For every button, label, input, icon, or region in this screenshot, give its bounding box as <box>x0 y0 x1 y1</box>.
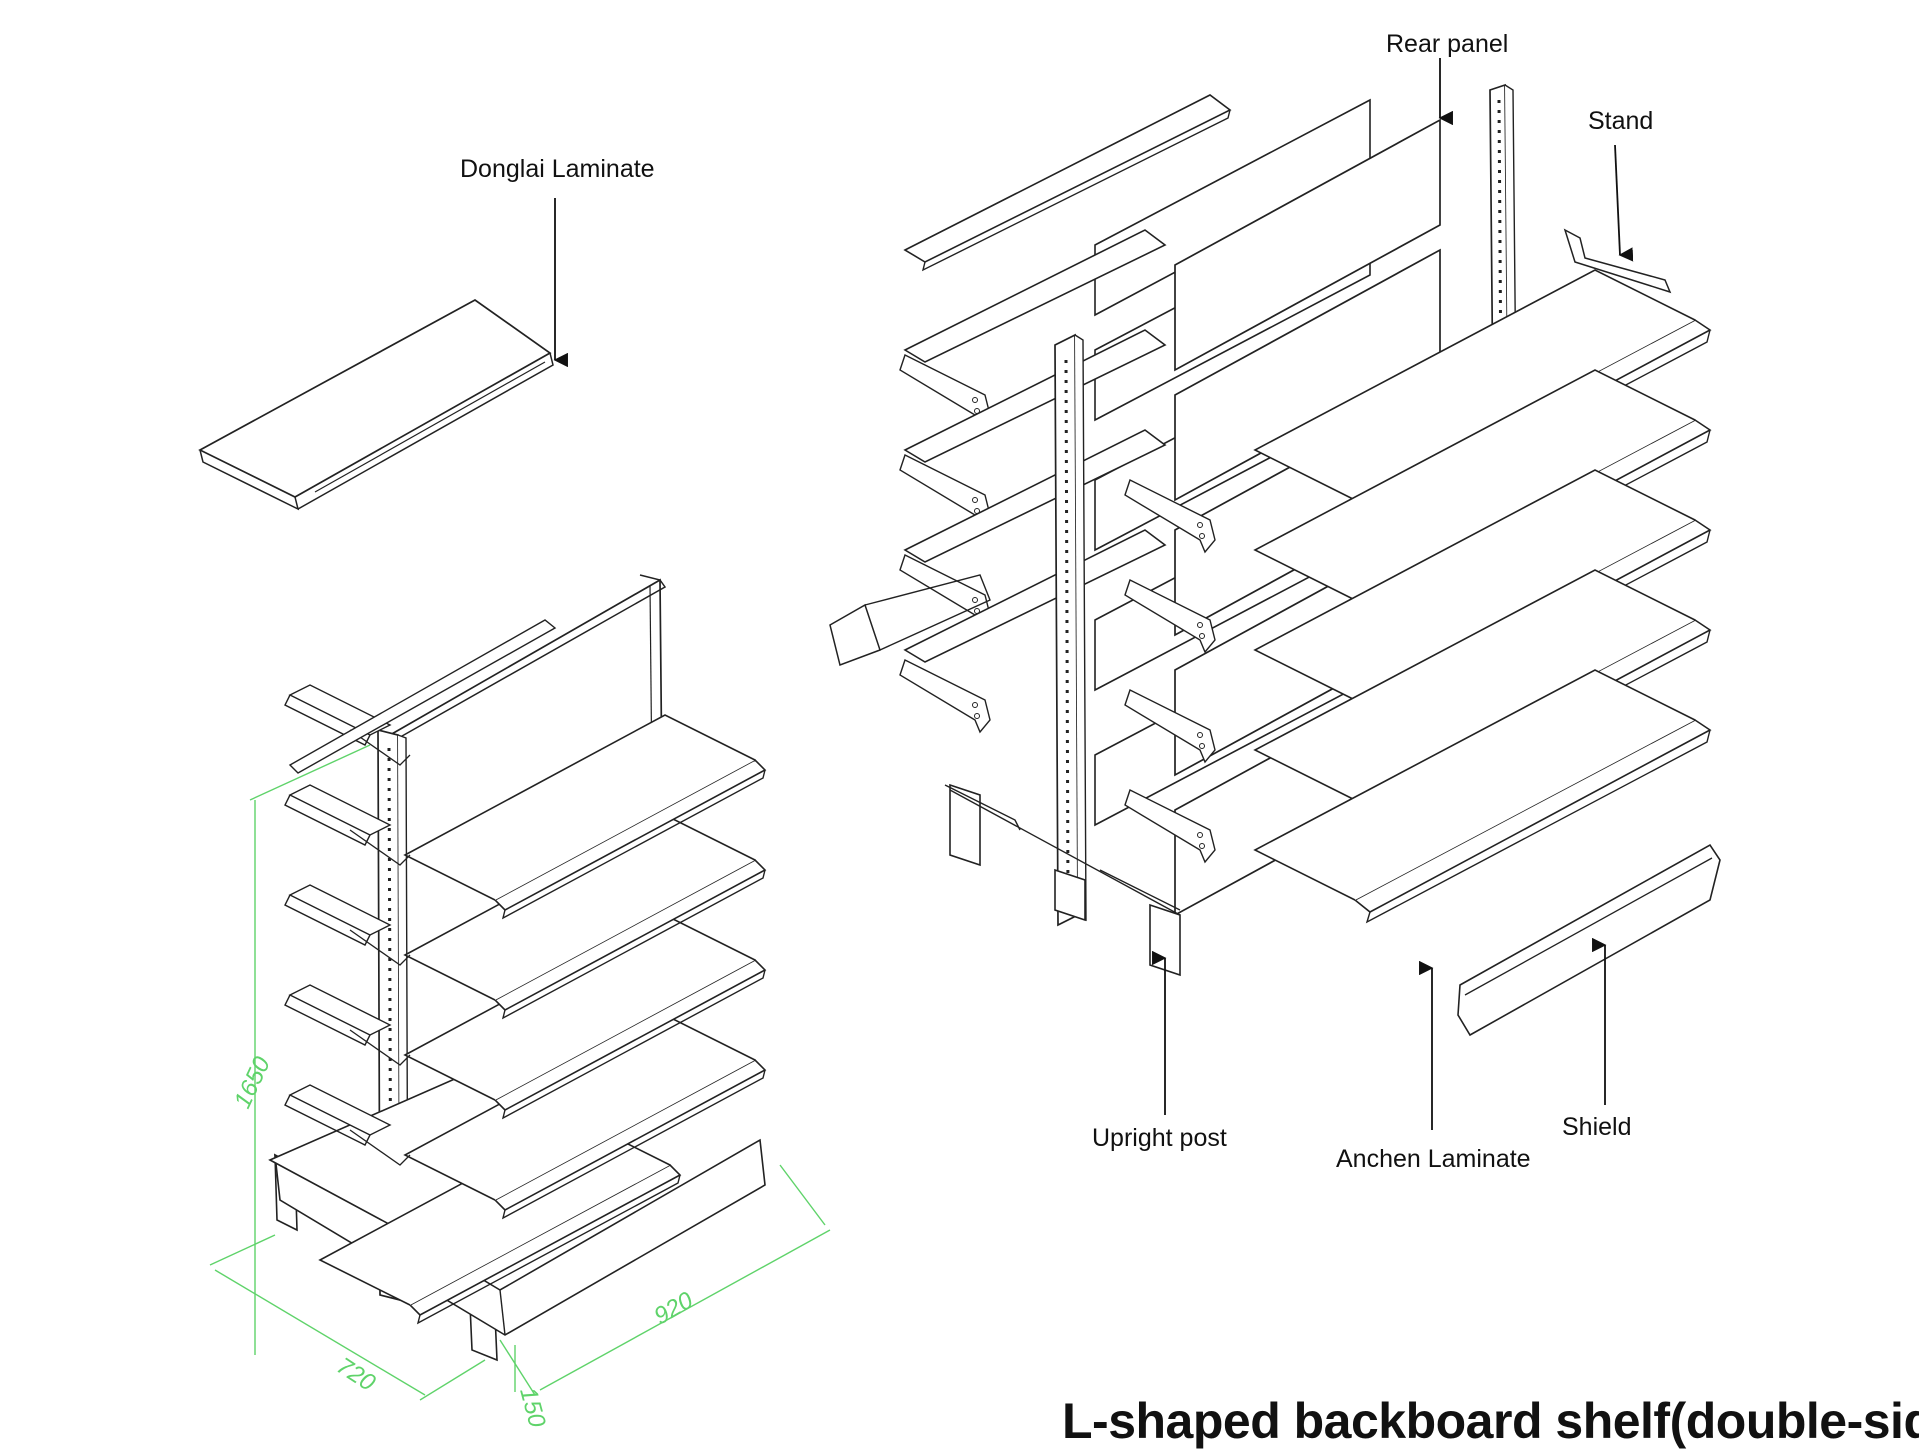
label-upright-post: Upright post <box>1092 1124 1227 1152</box>
assembled-shelf <box>268 574 766 1362</box>
dim-depth: 720 <box>332 1352 381 1397</box>
label-rear-panel: Rear panel <box>1386 30 1509 58</box>
label-stand: Stand <box>1588 107 1654 135</box>
dim-width: 920 <box>650 1286 699 1330</box>
dimension-lines <box>209 744 831 1401</box>
diagram-title: L-shaped backboard shelf(double-sided) <box>1062 1393 1919 1449</box>
leader-lines <box>553 58 1634 1130</box>
dim-base: 150 <box>514 1385 551 1431</box>
dim-height: 1650 <box>229 1052 276 1112</box>
label-shield: Shield <box>1562 1113 1632 1141</box>
label-anchen-laminate: Anchen Laminate <box>1336 1145 1531 1173</box>
label-donglai-laminate: Donglai Laminate <box>460 155 655 183</box>
donglai-laminate-part <box>198 299 554 511</box>
exploded-view <box>829 83 1721 1037</box>
